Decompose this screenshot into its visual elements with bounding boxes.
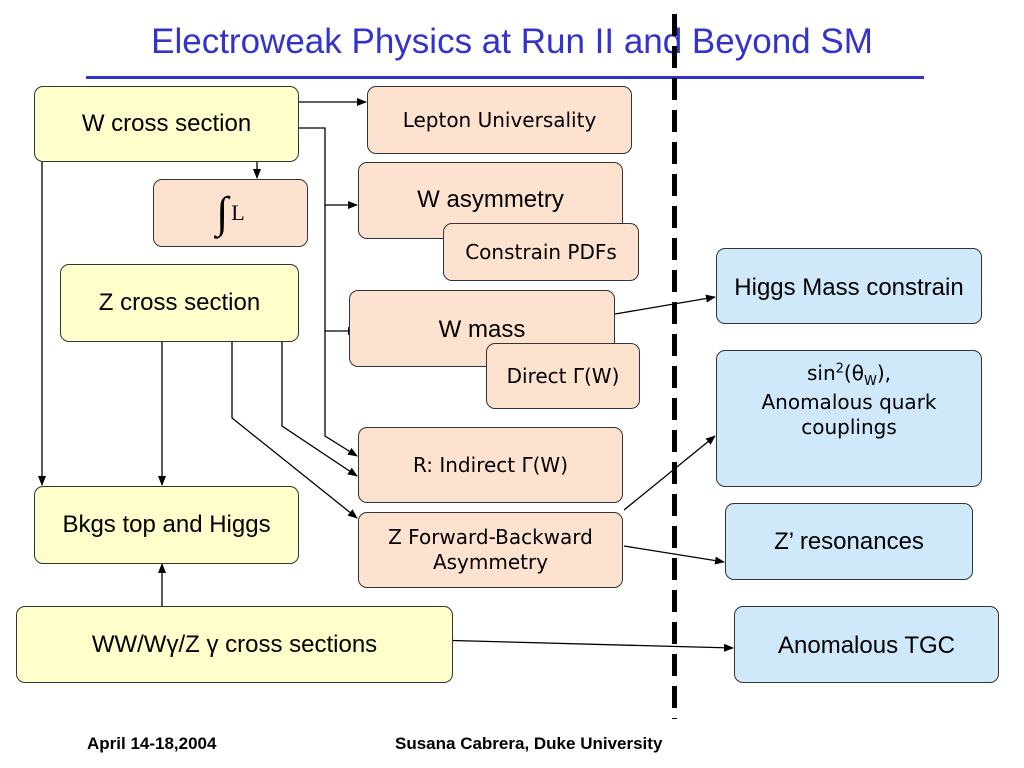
sin2-theta-line2: Anomalous quark <box>761 390 937 415</box>
sm-bsm-divider <box>672 14 677 719</box>
sin2-theta-line1: sin2(θW), <box>807 361 891 390</box>
bkgs-top-higgs-label: Bkgs top and Higgs <box>62 511 271 538</box>
w-mass-label: W mass <box>438 316 526 343</box>
arrow-z-to-fb <box>231 342 358 519</box>
luminosity-letter: L <box>231 200 245 226</box>
arrow-wmass-to-higgs <box>614 294 716 315</box>
footer-date: April 14-18,2004 <box>87 734 217 753</box>
arrow-w-to-asymmetry <box>298 127 358 209</box>
arrow-z-to-r <box>281 342 358 477</box>
lepton-universality-box: Lepton Universality <box>367 86 632 154</box>
z-cross-section-box: Z cross section <box>60 264 299 342</box>
z-fb-asymmetry-box: Z Forward-Backward Asymmetry <box>358 512 623 588</box>
sin2-suffix: ), <box>876 361 891 385</box>
constrain-pdfs-box: Constrain PDFs <box>443 223 639 281</box>
w-cross-section-label: W cross section <box>81 110 252 137</box>
integral-luminosity-box: ∫ L <box>153 179 308 247</box>
sin2-theta-box: sin2(θW), Anomalous quark couplings <box>716 350 982 487</box>
integral-symbol: ∫ <box>216 188 229 237</box>
ww-cross-sections-box: WW/Wγ/Z γ cross sections <box>16 606 453 683</box>
anomalous-tgc-box: Anomalous TGC <box>734 606 999 683</box>
direct-gamma-w-box: Direct Γ(W) <box>486 343 640 409</box>
arrow-fb-to-sin2 <box>623 435 716 511</box>
direct-gamma-w-label: Direct Γ(W) <box>506 363 620 388</box>
slide-title: Electroweak Physics at Run II and Beyond… <box>151 22 873 61</box>
higgs-mass-label: Higgs Mass constrain <box>734 274 964 301</box>
z-fb-asymmetry-line2: Asymmetry <box>432 550 549 574</box>
title-underline <box>86 76 924 79</box>
bkgs-top-higgs-box: Bkgs top and Higgs <box>34 486 299 564</box>
arrow-fb-to-zprime <box>623 545 725 565</box>
higgs-mass-box: Higgs Mass constrain <box>716 248 982 324</box>
z-prime-label: Z’ resonances <box>774 527 924 555</box>
sin2-theta-symbol: (θ <box>843 361 864 385</box>
sin2-prefix: sin <box>806 361 836 385</box>
sin2-subscript: W <box>863 374 877 389</box>
lepton-universality-label: Lepton Universality <box>402 107 597 132</box>
ww-cross-sections-label: WW/Wγ/Z γ cross sections <box>91 630 378 658</box>
z-cross-section-label: Z cross section <box>98 289 261 316</box>
sin2-theta-line3: couplings <box>801 415 897 440</box>
footer-author: Susana Cabrera, Duke University <box>395 734 663 753</box>
sin2-superscript: 2 <box>835 361 844 377</box>
w-cross-section-box: W cross section <box>34 86 299 162</box>
constrain-pdfs-label: Constrain PDFs <box>465 239 617 264</box>
arrow-ww-to-tgc <box>432 639 734 652</box>
r-indirect-label: R: Indirect Γ(W) <box>412 452 568 477</box>
w-asymmetry-label: W asymmetry <box>417 186 564 213</box>
arrow-trunk-to-r <box>324 331 358 457</box>
z-prime-box: Z’ resonances <box>725 503 973 580</box>
r-indirect-box: R: Indirect Γ(W) <box>358 427 623 503</box>
anomalous-tgc-label: Anomalous TGC <box>778 632 955 659</box>
z-fb-asymmetry-line1: Z Forward-Backward <box>388 525 593 549</box>
